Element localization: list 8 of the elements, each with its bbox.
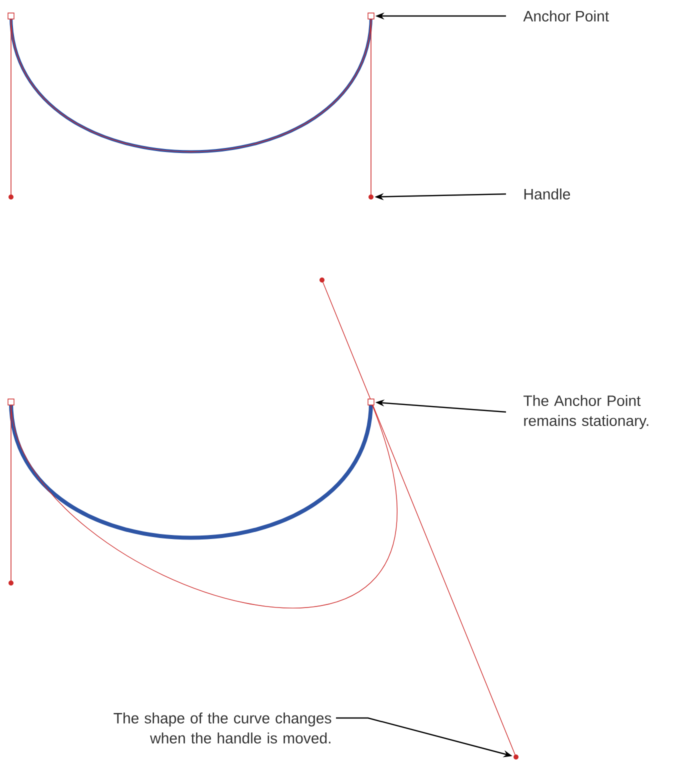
callout-text: Anchor Point	[523, 10, 609, 22]
callout-text: Handle	[524, 188, 570, 200]
callout-text: The shape of the curve changes when the handle is moved.	[114, 712, 332, 744]
anchor-point	[368, 398, 374, 406]
callout-text: The Anchor Point remains stationary.	[524, 395, 648, 429]
handle-point	[368, 194, 374, 200]
anchor-point	[368, 12, 374, 20]
handle-point	[514, 754, 518, 760]
